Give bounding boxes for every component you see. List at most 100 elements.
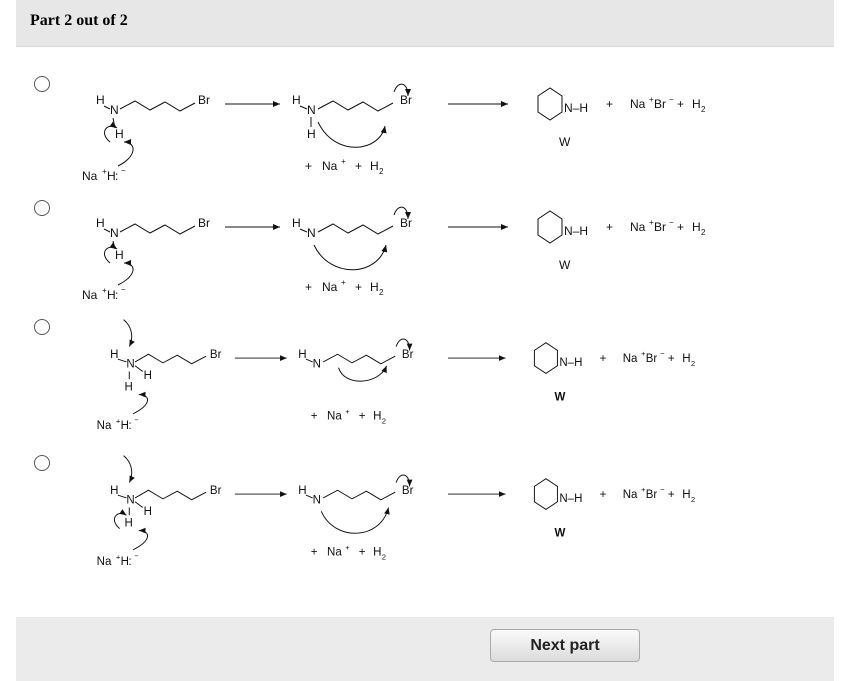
svg-text:H: H [124, 518, 132, 530]
svg-text:2: 2 [701, 228, 706, 237]
svg-text:+: + [649, 218, 654, 227]
svg-text:−: − [660, 485, 665, 494]
svg-text:Na: Na [623, 489, 638, 501]
part-title: Part 2 out of 2 [30, 12, 128, 29]
svg-text:N: N [110, 226, 119, 240]
svg-text:H: H [370, 159, 379, 173]
svg-text:−: − [121, 285, 126, 294]
svg-text:Na: Na [327, 411, 342, 423]
svg-text:+: + [341, 278, 346, 287]
svg-text:N–H: N–H [559, 357, 582, 369]
svg-text:H: H [124, 382, 132, 394]
svg-text:+: + [600, 489, 607, 501]
svg-text:+: + [116, 416, 121, 425]
svg-text:+: + [116, 552, 121, 561]
option-2-mechanism: H N H Br Na + H : − H N Br + Na + + H 2 … [82, 206, 706, 302]
svg-text:−: − [134, 551, 139, 560]
svg-text:Na: Na [630, 97, 646, 111]
svg-text:N: N [307, 226, 316, 240]
svg-text:+: + [355, 280, 362, 294]
svg-text:W: W [555, 527, 566, 539]
svg-text:H: H [682, 489, 690, 501]
svg-text:Br: Br [654, 220, 666, 234]
option-1-mechanism: H N H Br Na + H : − H N H Br + Na + + H … [82, 83, 706, 183]
part-header: Part 2 out of 2 [16, 0, 834, 47]
option-4-mechanism: H N H H Br Na + H : − H N Br + Na + + H … [97, 455, 695, 568]
svg-text:H: H [373, 547, 381, 559]
svg-text:+: + [606, 97, 613, 111]
svg-text:H: H [298, 485, 306, 497]
svg-text:Na: Na [322, 159, 338, 173]
svg-text:2: 2 [379, 167, 384, 176]
svg-text:H: H [692, 97, 701, 111]
atom-h: H [292, 93, 301, 107]
svg-text:+: + [345, 407, 350, 416]
atom-h: H [307, 127, 316, 141]
svg-text:Na: Na [623, 353, 638, 365]
svg-text:Br: Br [402, 349, 414, 361]
svg-text:+: + [311, 547, 318, 559]
svg-text:+: + [305, 159, 312, 173]
atom-h: H [115, 127, 124, 141]
svg-text:−: − [669, 218, 674, 227]
svg-text:H: H [682, 353, 690, 365]
svg-text:2: 2 [691, 359, 695, 368]
svg-text:N–H: N–H [559, 493, 582, 505]
atom-h: H [96, 93, 105, 107]
svg-text:+: + [668, 353, 675, 365]
svg-text:Na: Na [630, 220, 646, 234]
svg-text:W: W [555, 391, 566, 403]
next-part-button[interactable]: Next part [490, 629, 640, 662]
svg-text:+: + [359, 547, 366, 559]
svg-text::: : [128, 420, 131, 432]
svg-text:+: + [600, 353, 607, 365]
svg-text:+: + [345, 543, 350, 552]
svg-text:+: + [641, 485, 646, 494]
atom-br: Br [198, 93, 210, 107]
product-w-label: W [559, 135, 571, 149]
svg-text:H: H [298, 349, 306, 361]
svg-text:+: + [102, 167, 107, 176]
svg-text:Br: Br [210, 349, 222, 361]
option-4-radio[interactable] [34, 455, 50, 471]
svg-text:2: 2 [691, 495, 695, 504]
footer-bar [16, 617, 834, 681]
svg-text:+: + [606, 220, 613, 234]
svg-text:Na: Na [97, 420, 112, 432]
svg-text:Na: Na [82, 288, 98, 302]
svg-text:+: + [355, 159, 362, 173]
svg-text:−: − [134, 415, 139, 424]
svg-text:H: H [292, 216, 301, 230]
svg-text::: : [115, 288, 118, 302]
svg-text:Na: Na [327, 547, 342, 559]
svg-text:H: H [144, 506, 152, 518]
sodium-label: Na [82, 169, 98, 183]
svg-text:N: N [126, 359, 134, 371]
svg-text:Br: Br [198, 216, 210, 230]
svg-text:N: N [126, 495, 134, 507]
svg-text:H: H [121, 556, 129, 568]
svg-text:Br: Br [646, 353, 658, 365]
option-1-radio[interactable] [34, 76, 50, 92]
svg-text:+: + [641, 349, 646, 358]
svg-text:+: + [102, 286, 107, 295]
svg-text:H: H [107, 288, 116, 302]
svg-text:Br: Br [402, 485, 414, 497]
svg-text:−: − [660, 349, 665, 358]
svg-text:N: N [313, 495, 321, 507]
svg-text:H: H [115, 248, 124, 262]
svg-text:H: H [121, 420, 129, 432]
svg-text:+: + [305, 280, 312, 294]
svg-text:2: 2 [701, 105, 706, 114]
option-3-radio[interactable] [34, 319, 50, 335]
svg-text:+: + [677, 97, 684, 111]
svg-text:+: + [649, 95, 654, 104]
svg-text:2: 2 [379, 288, 384, 297]
svg-text:H: H [96, 216, 105, 230]
option-2-radio[interactable] [34, 200, 50, 216]
svg-text:H: H [370, 280, 379, 294]
svg-text:Br: Br [400, 216, 412, 230]
svg-text:Br: Br [646, 489, 658, 501]
svg-text:+: + [311, 411, 318, 423]
svg-text:Br: Br [654, 97, 666, 111]
